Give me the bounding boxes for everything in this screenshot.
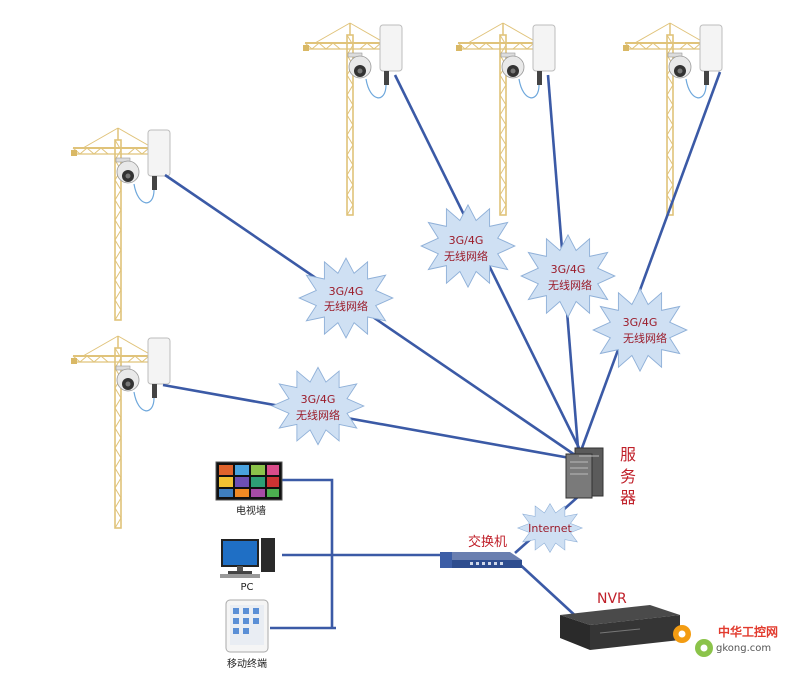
svg-text:无线网络: 无线网络 — [548, 278, 592, 292]
tower-crane-camera-4 — [455, 22, 556, 216]
server-label-2: 务 — [620, 467, 636, 486]
svg-text:无线网络: 无线网络 — [324, 299, 368, 313]
svg-text:3G/4G: 3G/4G — [551, 263, 586, 276]
internet-burst: Internet — [517, 503, 583, 553]
pc-icon — [220, 538, 275, 578]
svg-text:Internet: Internet — [528, 522, 572, 535]
mobile-label: 移动终端 — [227, 657, 267, 670]
wireless-burst-1: 3G/4G 无线网络 — [298, 257, 394, 339]
tower-crane-camera-1 — [70, 127, 171, 321]
gkong-watermark: 中华工控网 gkong.com — [673, 624, 778, 657]
wireless-burst-5: 3G/4G 无线网络 — [592, 288, 688, 372]
switch-label: 交换机 — [468, 534, 507, 550]
tower-crane-camera-5 — [622, 22, 723, 216]
tower-crane-camera-3 — [302, 22, 403, 216]
server-icon — [565, 447, 604, 499]
watermark-cn: 中华工控网 — [718, 624, 778, 639]
tv-wall-icon — [215, 461, 283, 501]
gear-logo-icon — [673, 625, 713, 657]
server-label-1: 服 — [620, 445, 636, 464]
network-switch-icon — [440, 552, 522, 568]
tv-wall-label: 电视墙 — [236, 504, 266, 517]
pc-label: PC — [240, 582, 253, 593]
wireless-burst-4: 3G/4G 无线网络 — [520, 234, 616, 318]
svg-text:无线网络: 无线网络 — [623, 331, 667, 345]
wireless-burst-3: 3G/4G 无线网络 — [420, 204, 516, 288]
server-label-3: 器 — [620, 488, 636, 507]
svg-text:3G/4G: 3G/4G — [301, 393, 336, 406]
svg-text:3G/4G: 3G/4G — [623, 316, 658, 329]
svg-text:无线网络: 无线网络 — [444, 249, 488, 263]
svg-text:3G/4G: 3G/4G — [329, 285, 364, 298]
tablet-icon — [225, 599, 269, 653]
svg-text:3G/4G: 3G/4G — [449, 234, 484, 247]
wireless-burst-2: 3G/4G 无线网络 — [271, 366, 365, 446]
nvr-recorder-icon — [560, 605, 680, 650]
svg-text:无线网络: 无线网络 — [296, 408, 340, 422]
tower-crane-camera-2 — [70, 335, 171, 529]
watermark-url: gkong.com — [716, 643, 771, 654]
nvr-label: NVR — [597, 591, 627, 607]
